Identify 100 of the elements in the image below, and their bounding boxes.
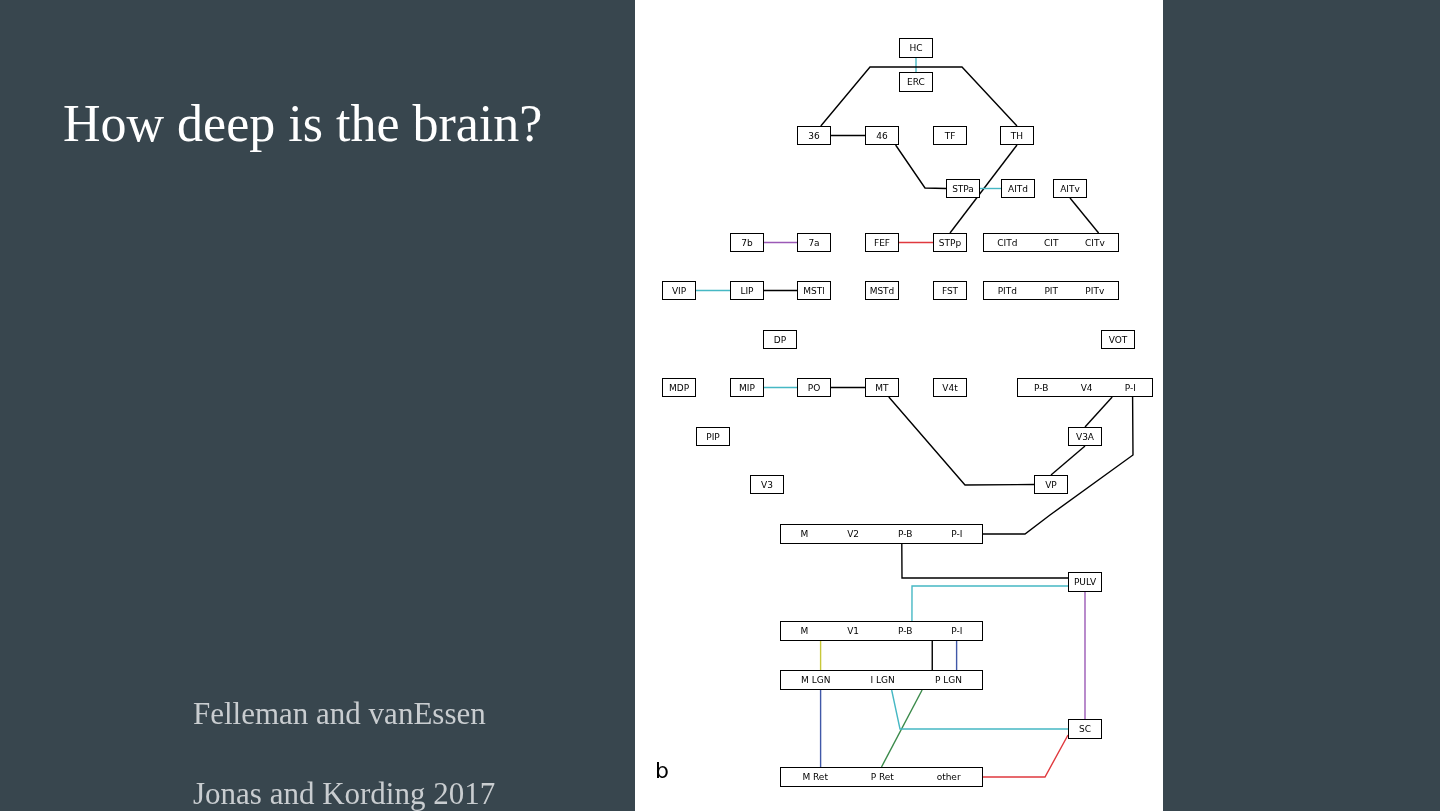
connector-line [931,640,933,671]
area-label: DP [773,334,787,345]
area-label: CITv [1084,237,1105,248]
citation-text: Jonas and Kording 2017 [193,776,496,811]
connector-line [888,396,1035,486]
area-box [1101,330,1135,349]
area-label: PULV [1073,577,1097,587]
area-label: HC [909,43,923,53]
area-label: PO [807,382,821,393]
area-label: V4 [1080,382,1093,393]
area-label: CIT [1043,237,1059,248]
connector-line [820,66,1018,127]
area-box [780,670,983,690]
area-box [1000,126,1034,145]
area-box [865,233,899,252]
area-label: VOT [1108,334,1128,345]
area-label: LIP [740,285,754,296]
area-label: P-B [898,529,913,539]
area-label: STPa [952,183,974,194]
area-box [1034,475,1068,494]
area-box [1053,179,1087,198]
connector-line [830,134,866,137]
area-label: P-I [951,529,963,539]
area-box [865,378,899,397]
area-box [933,126,967,145]
area-label: FEF [873,237,890,248]
connector-line [911,585,1069,622]
area-label: M LGN [801,675,831,685]
area-label: V1 [847,626,860,636]
area-box [797,126,831,145]
connector-line [915,57,917,73]
area-box [933,378,967,397]
area-label: P-B [898,626,913,636]
connector-line [1069,197,1100,234]
area-label: ERC [907,77,925,87]
connector-line [979,187,1002,190]
area-label: 46 [876,130,888,141]
area-box [780,621,983,641]
area-label: P-I [951,626,963,636]
area-box [865,281,899,300]
area-box [662,378,696,397]
area-label: V3 [761,479,773,490]
area-label: MDP [668,382,690,393]
connector-line [982,734,1069,778]
connector-line [955,640,958,671]
area-box [730,281,764,300]
area-box [1068,427,1102,446]
area-label: TF [944,130,956,141]
area-label: PITv [1085,285,1105,296]
area-box [946,179,980,198]
area-label: P-I [1124,382,1136,393]
area-label: TH [1010,130,1024,141]
area-label: P-B [1034,382,1049,393]
connector-line [830,386,866,389]
area-label: VP [1045,479,1057,490]
area-box [763,330,797,349]
area-box [933,281,967,300]
panel-letter: b [655,758,669,783]
area-label: V4t [942,382,958,393]
area-box [797,378,831,397]
area-label: M [800,529,809,539]
area-label: MSTl [803,285,825,296]
area-label: M Ret [802,772,828,782]
area-label: FST [941,285,959,296]
connector-line [695,289,731,292]
area-label: STPp [938,237,962,248]
connector-line [1084,591,1086,720]
area-box [662,281,696,300]
connector-line [901,543,1069,579]
connector-line [880,689,923,768]
area-box [780,524,983,544]
area-box [730,378,764,397]
area-label: I LGN [870,675,895,685]
area-label: AITd [1008,183,1028,194]
area-label: PITd [997,285,1017,296]
area-box [797,233,831,252]
area-label: MIP [739,382,755,393]
area-label: CITd [997,237,1018,248]
area-box [983,233,1119,252]
area-box [1068,572,1102,592]
connector-line [1050,445,1086,476]
area-box [1068,719,1102,739]
area-label: SC [1079,724,1091,734]
area-label: 7b [741,237,753,248]
connector-line [982,396,1134,535]
area-box [983,281,1119,300]
connector-line [1084,396,1113,428]
area-box [1017,378,1153,397]
area-label: 36 [808,130,820,141]
connector-line [819,640,822,671]
area-label: P Ret [870,772,894,782]
connector-line [894,144,947,190]
slide-title: How deep is the brain? [63,94,543,153]
area-label: PIT [1044,285,1058,296]
citation-text: Felleman and vanEssen [193,696,486,732]
area-label: V2 [847,529,860,539]
area-box [899,72,933,92]
area-box [797,281,831,300]
area-label: other [936,772,961,782]
area-label: M [800,626,809,636]
